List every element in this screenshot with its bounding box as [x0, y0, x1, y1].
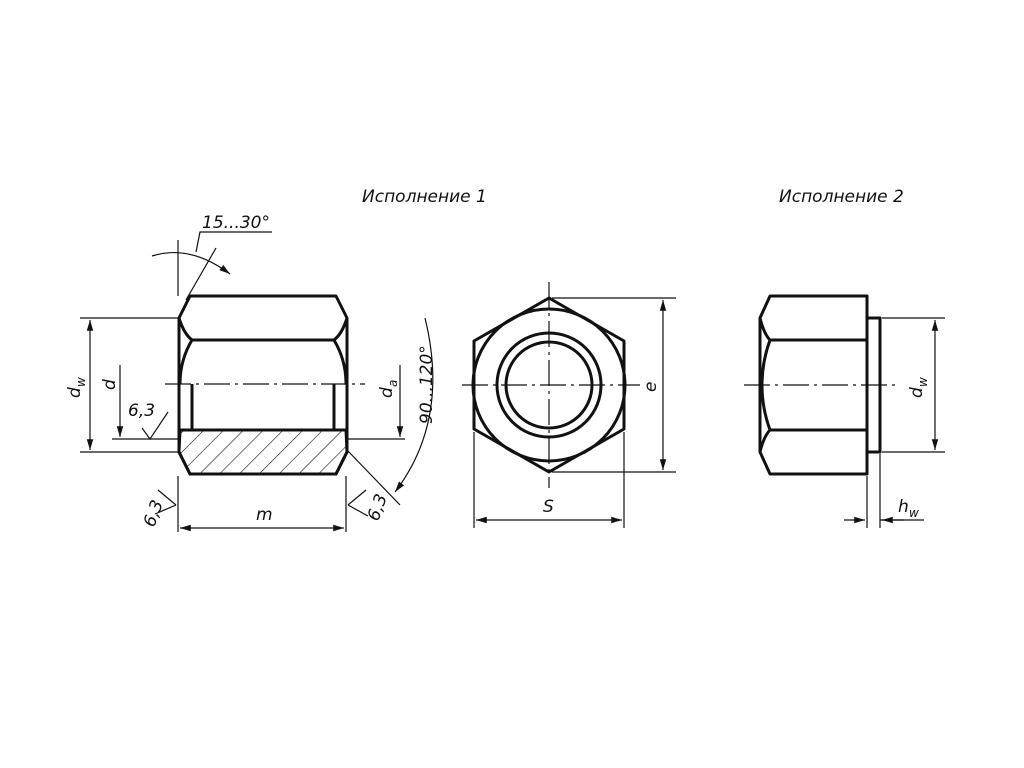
view-1-side-section — [80, 231, 434, 532]
svg-text:d: d — [907, 387, 927, 398]
svg-text:d: d — [65, 387, 85, 398]
m-label: m — [256, 505, 273, 525]
view-2-side — [744, 294, 945, 528]
dw-label-2: d w — [907, 377, 930, 398]
chamfer-angle-label: 15...30° — [202, 213, 270, 233]
roughness-label-2: 6,3 — [140, 497, 168, 529]
roughness-label-3: 6,3 — [364, 491, 392, 523]
countersink-angle-label: 90...120° — [417, 345, 437, 424]
d-label: d — [100, 379, 120, 390]
view-title-2: Исполнение 2 — [779, 187, 904, 207]
dw-label-1: d w — [65, 377, 88, 398]
view-title-1: Исполнение 1 — [362, 187, 487, 207]
svg-text:a: a — [386, 380, 400, 387]
svg-text:w: w — [916, 377, 930, 387]
svg-text:d: d — [377, 387, 397, 398]
svg-text:w: w — [909, 506, 919, 520]
da-label: d a — [377, 380, 400, 398]
e-label: e — [641, 382, 661, 392]
svg-text:h: h — [898, 497, 909, 517]
view-1-top-hex — [462, 282, 676, 528]
roughness-label-1: 6,3 — [128, 401, 155, 421]
s-label: S — [543, 497, 554, 517]
svg-text:w: w — [74, 377, 88, 387]
hw-label: h w — [898, 497, 919, 520]
